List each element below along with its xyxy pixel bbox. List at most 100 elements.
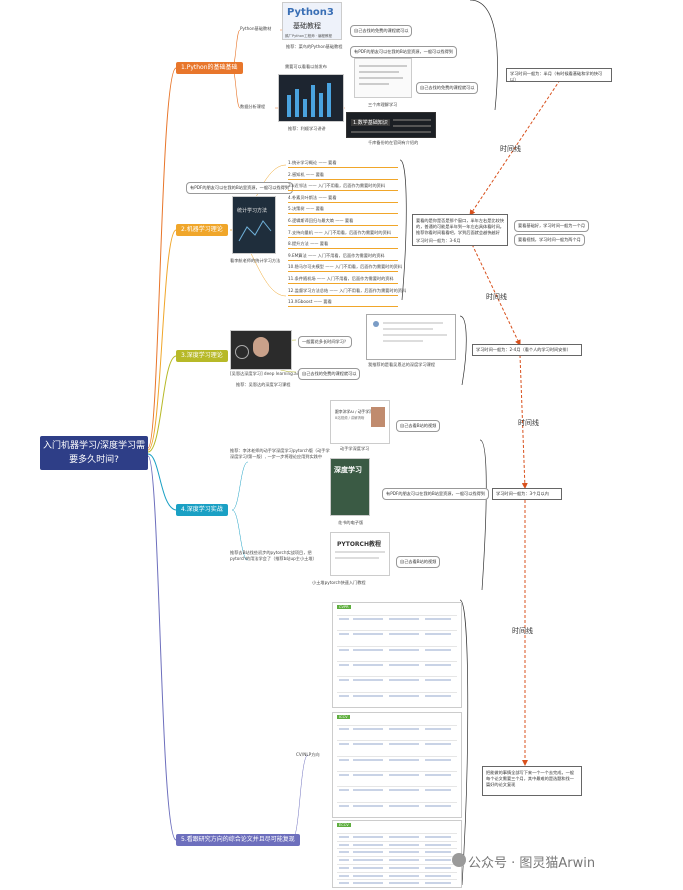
table-cell [425,843,451,846]
table-cell [339,679,349,682]
table-cell [425,774,451,776]
ml-chapter-item: 9.EM算法 —— 入门不用看，后面作为需要时的资料 [288,252,385,258]
table-row [337,863,457,865]
extra-note: 千库备份的在官网有介绍的 [368,140,419,145]
ml-chapter-item: 4.朴素贝叶斯法 —— 要看 [288,194,337,200]
dl-answer: 我推荐的是看吴恩达的深度学习课程 [368,362,436,367]
dl-caption: 推荐：吴恩达的深度学习课程 [236,382,291,387]
li-mu-avatar [371,407,385,427]
branch-python-basics[interactable]: 1.Python的基础基础 [176,62,243,74]
data-course-label: 数据分析课程 [240,104,266,109]
paper-table-1: CVPR [332,602,462,708]
table-cell [353,882,383,885]
paper-table-2: ICCV [332,712,462,818]
table-cell [389,648,419,651]
ml-chapter-underline [288,201,398,203]
table-cell [353,618,383,620]
table-cell [339,851,349,854]
dl-practice-desc1: 推荐：李沐老师的动手学深度学习pytorch版（动手学深度学习/第一版）, 一步… [230,448,330,459]
table-cell [425,633,451,636]
flower-book-title: 深度学习 [334,466,362,474]
table-cell [389,679,419,682]
stat-book-caption: 看李航老师的统计学习方法 [230,258,281,263]
flower-book-caption: 花书的电子版 [338,520,364,525]
python-recommend: 推荐：菜鸟的Python基础教程 [286,44,343,49]
ml-chapter-item: 3.k近邻法 —— 入门不用看，后面作为需要时的资料 [288,183,386,189]
table-cell [339,882,349,885]
d2l-book-card[interactable]: 跟李沐学AI / 动手学深度学习 B站视频 / 讲解清晰 [330,400,390,444]
table-cell [353,851,383,854]
table-cell [425,851,451,854]
ml-chapter-underline [288,283,398,284]
table-cell [389,694,419,697]
table-row [337,630,457,632]
table-cell [339,618,349,620]
time-note-dl: 学习时间一般为：2-4月（看个人的学习时间安排） [472,344,582,356]
table-cell [339,728,349,730]
timeline-label-1: 时间线 [500,145,521,153]
table-cell [339,633,349,636]
branch-research-papers[interactable]: 5.看跟研究方向的综合论文并且尽可能复现 [176,834,300,846]
pytorch-caption: 小土堆pytorch快速入门教程 [312,580,366,585]
time-note-ml-b: 学习时间一般为：3-6月 [416,238,461,243]
time-note-python: 学习时间一般为：半月（有时候看基础和学的快可以） [506,68,612,82]
stat-learning-book-cover: 统计学习方法 [232,196,276,254]
table-cell [425,694,451,697]
d2l-note: 自己去看B站的视频 [396,420,441,432]
ml-pdf-note: 有PDF的朋友可以在我的B站里资源，一般可以找得到 [186,182,293,194]
table-row [337,848,457,850]
table-cell [353,679,383,682]
table-cell [389,804,419,807]
ml-chapter-item: 1.统计学习概论 —— 要看 [288,160,337,165]
dl-practice-desc2: 推荐去B站找些初步的pytorch实战项目，把pytorch的用法学会了（推荐b… [230,550,317,561]
table-cell [389,859,419,862]
dl-chat-screenshot [366,314,456,360]
table-cell [353,758,383,761]
speaker-avatar [253,337,269,357]
three-libs-caption: 三个库理解学习 [368,102,398,107]
table-cell [339,758,349,761]
table-cell [389,843,419,846]
table-cell [339,664,349,666]
ml-chapter-item: 5.决策树 —— 要看 [288,206,324,212]
ml-chapter-underline [288,178,398,180]
pytorch-note: 自己去看B站的视频 [396,556,441,568]
table-cell [353,648,383,651]
ml-chapter-underline [288,236,398,238]
branch-ml-theory[interactable]: 2.机器学习理论 [176,224,228,236]
ml-chapter-underline [288,248,398,249]
ml-chapter-underline [288,225,398,226]
table-cell [353,843,383,846]
table-cell [425,758,451,761]
branch-dl-theory[interactable]: 3.深度学习理论 [176,350,228,362]
root-topic[interactable]: 入门机器学习/深度学习需要多久时间? [40,436,148,470]
ml-chapter-item: 10.隐马尔可夫模型 —— 入门不用看，后面作为需要时的资料 [288,264,403,270]
table-cell [425,836,451,838]
table-cell [425,728,451,730]
notebook-screenshot [354,58,412,98]
dl-flower-book-cover[interactable]: 深度学习 [330,458,370,516]
branch-dl-practice[interactable]: 4.深度学习实战 [176,504,228,516]
time-note-research: 把能做的事情全部写下来一个一个去完成，一般每个论文需要三个月，其中最难的是选题和… [482,766,582,796]
d2l-sub: B站视频 / 讲解清晰 [335,416,365,420]
table-cell [353,728,383,730]
pytorch-course-card[interactable]: PYTORCH教程 [330,532,390,576]
table-cell [353,743,383,746]
table-cell [425,859,451,862]
ml-chapter-item: 11.条件随机场 —— 入门不用看，后面作为需要时的资料 [288,276,394,281]
timeline-label-3: 时间线 [518,419,539,427]
andrew-ng-video[interactable] [230,330,292,370]
table-cell [389,664,419,666]
watermark: 公众号 · 图灵猫Arwin [468,856,596,871]
table-row [337,833,457,834]
table-row [337,661,457,662]
book-art-icon [238,220,272,242]
dl-time-question: 一般要花多长时间学习？ [298,336,353,348]
play-circle-icon [235,345,249,359]
python-pdf-note: 有PDF的朋友可以在我的B站里资源，一般可以找得到 [350,46,457,58]
table-cell [339,843,349,846]
table-cell [389,758,419,761]
table-cell [339,694,349,697]
table-row [337,755,457,757]
teach-note: 推荐：利顺学习讲讲 [288,126,326,131]
